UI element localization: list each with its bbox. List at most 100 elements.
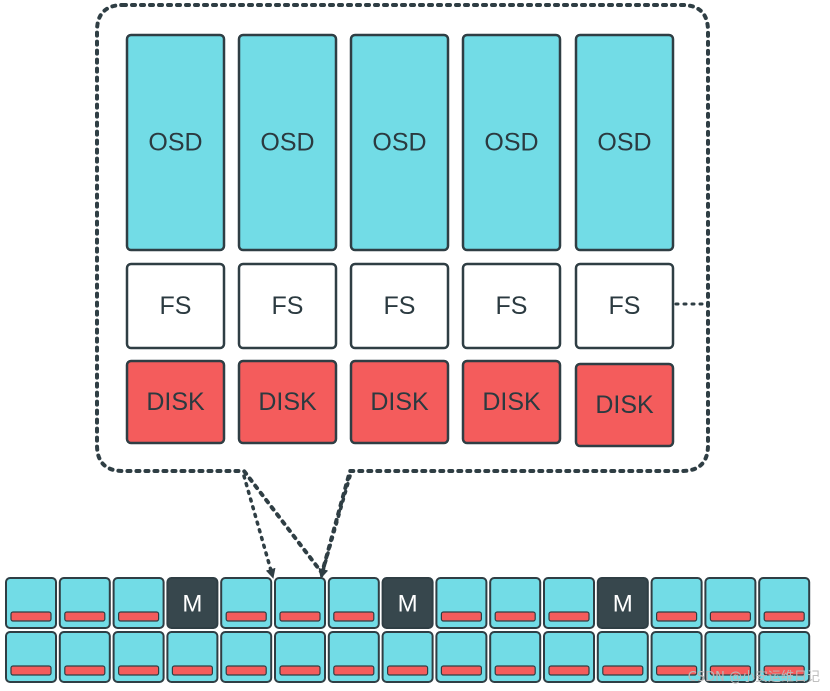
osd-label: OSD: [148, 129, 202, 157]
fs-box: [237, 262, 338, 350]
storage-node: OSD FS DISK: [574, 33, 675, 448]
fs-label: FS: [272, 292, 304, 320]
node-disk-bar: [279, 611, 321, 622]
node-disk-bar: [387, 665, 429, 676]
node-disk-bar: [225, 611, 267, 622]
osd-box: [461, 33, 562, 252]
node-disk-bar: [333, 611, 375, 622]
osd-label: OSD: [597, 129, 651, 157]
osd-label: OSD: [484, 129, 538, 157]
fs-label: FS: [496, 292, 528, 320]
disk-label: DISK: [595, 391, 654, 419]
cluster-node: [435, 631, 488, 683]
node-disk-bar: [279, 665, 321, 676]
storage-node: OSD FS DISK: [125, 33, 226, 445]
node-disk-bar: [655, 665, 698, 676]
storage-node: OSD FS DISK: [237, 33, 338, 445]
node-disk-bar: [117, 665, 160, 676]
cluster-node: [5, 631, 57, 683]
cluster-node: [758, 577, 811, 629]
monitor-node: M: [166, 577, 219, 629]
storage-node: OSD FS DISK: [349, 33, 450, 445]
monitor-label: M: [182, 591, 202, 618]
node-disk-bar: [548, 611, 590, 622]
fs-label: FS: [160, 292, 192, 320]
node-disk-bar: [440, 665, 482, 676]
monitor-node: M: [381, 577, 434, 629]
fs-box: [125, 262, 226, 350]
osd-label: OSD: [260, 129, 314, 157]
monitor-box: [166, 577, 219, 629]
cluster-node: [650, 577, 703, 629]
node-disk-bar: [763, 665, 805, 676]
fs-label: FS: [384, 292, 416, 320]
monitor-label: M: [398, 591, 418, 618]
monitor-node: M: [596, 577, 649, 629]
callout-arrow-left: [242, 474, 276, 579]
cluster-node: [274, 631, 326, 683]
disk-box: [125, 359, 226, 445]
cluster-node: [327, 577, 380, 629]
node-disk-bar: [709, 611, 752, 622]
cluster-node: [112, 577, 165, 629]
cluster-node: [489, 631, 542, 683]
disk-box: [237, 359, 338, 445]
cluster-node: [704, 577, 757, 629]
cluster-node: [327, 631, 380, 683]
fs-box: [349, 262, 450, 350]
cluster-node: [381, 631, 434, 683]
cluster-node: [435, 577, 488, 629]
osd-box: [349, 33, 450, 252]
cluster-node: [596, 631, 649, 683]
cluster-node: [274, 577, 326, 629]
node-disk-bar: [602, 665, 644, 676]
osd-box: [574, 33, 675, 252]
node-disk-bar: [10, 665, 52, 676]
node-disk-bar: [117, 611, 160, 622]
storage-nodes: OSD FS DISK OSD FS DISK OSD FS DISK OSD FS DISK OSD F…: [125, 33, 708, 579]
disk-label: DISK: [146, 388, 205, 416]
cluster-node: [220, 631, 273, 683]
node-disk-bar: [709, 665, 752, 676]
disk-label: DISK: [370, 388, 429, 416]
disk-box: [574, 362, 675, 448]
cluster-node: [58, 577, 111, 629]
node-disk-bar: [494, 611, 536, 622]
fs-box: [461, 262, 562, 350]
fs-box: [574, 262, 675, 350]
node-disk-bar: [225, 665, 267, 676]
cluster-node: [5, 577, 57, 629]
node-disk-bar: [64, 665, 106, 676]
node-disk-bar: [494, 665, 536, 676]
osd-label: OSD: [372, 129, 426, 157]
cluster-node: [58, 631, 111, 683]
node-disk-bar: [10, 611, 52, 622]
osd-box: [125, 33, 226, 252]
node-disk-bar: [440, 611, 482, 622]
monitor-box: [596, 577, 649, 629]
watermark: CSDN @小安运维日记: [687, 670, 820, 685]
callout-arrow-right: [318, 474, 352, 579]
disk-box: [461, 359, 562, 445]
osd-box: [237, 33, 338, 252]
cluster-node: [758, 631, 811, 683]
node-disk-bar: [763, 611, 805, 622]
cluster-node: [543, 631, 595, 683]
node-disk-bar: [548, 665, 590, 676]
monitor-box: [381, 577, 434, 629]
disk-box: [349, 359, 450, 445]
disk-label: DISK: [258, 388, 317, 416]
cluster-node: [543, 577, 595, 629]
node-disk-bar: [333, 665, 375, 676]
fs-label: FS: [609, 292, 641, 320]
cluster-node: [650, 631, 703, 683]
node-disk-bar: [64, 611, 106, 622]
node-disk-bar: [655, 611, 698, 622]
cluster-node: [220, 577, 273, 629]
monitor-label: M: [613, 591, 633, 618]
cluster-node: [704, 631, 757, 683]
cluster-node: [112, 631, 165, 683]
